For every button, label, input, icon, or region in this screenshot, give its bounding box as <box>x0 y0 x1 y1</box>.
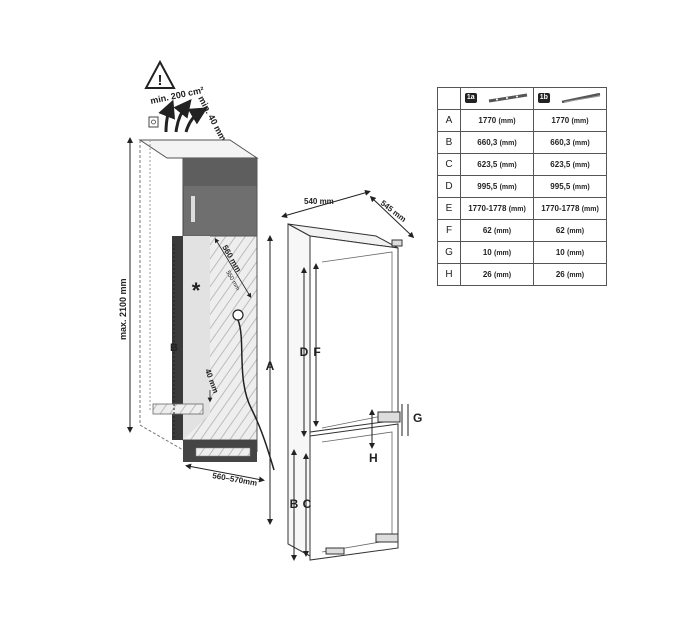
niche-star: * <box>192 278 201 303</box>
cell-unit: (mm) <box>499 140 517 147</box>
cell-unit: (mm) <box>494 228 512 235</box>
niche-width-dimension <box>185 463 265 483</box>
cabinet-niche <box>138 139 275 471</box>
cell-value: 62 <box>482 226 492 235</box>
warning-triangle-icon: ! <box>144 59 176 89</box>
socket-icon <box>148 116 159 128</box>
cell-unit: (mm) <box>572 162 590 169</box>
letter-d: D <box>300 345 309 359</box>
cell-unit: (mm) <box>499 162 517 169</box>
table-cell: 1770 (mm) <box>460 109 534 132</box>
table-cell: 995,5 (mm) <box>460 175 534 198</box>
door-rail-icon <box>562 93 601 104</box>
table-cell: 995,5 (mm) <box>533 175 607 198</box>
cell-value: 1770-1778 <box>541 204 580 213</box>
table-cell: 10 (mm) <box>460 241 534 264</box>
table-cell: 1770-1778 (mm) <box>460 197 534 220</box>
niche-width-label: 560–570mm <box>212 471 258 488</box>
cell-value: 1770 <box>551 116 570 125</box>
dimension-g <box>401 404 409 436</box>
row-key: D <box>437 175 461 198</box>
appliance-depth-label: 545 mm <box>379 198 408 223</box>
appliance-width-label: 540 mm <box>304 197 334 206</box>
cell-unit: (mm) <box>567 272 585 279</box>
letter-g: G <box>413 411 422 425</box>
cell-unit: (mm) <box>567 250 585 257</box>
cell-value: 10 <box>555 248 565 257</box>
letter-b: B <box>290 497 299 511</box>
row-key: G <box>437 241 461 264</box>
table-cell: 623,5 (mm) <box>460 153 534 176</box>
table-header-row: 1a 1b <box>437 87 607 110</box>
cell-unit: (mm) <box>581 206 599 213</box>
letter-f: F <box>313 345 320 359</box>
column-header-1a: 1a <box>460 87 534 110</box>
cell-value: 660,3 <box>550 138 571 147</box>
table-cell: 26 (mm) <box>533 263 607 286</box>
table-cell: 623,5 (mm) <box>533 153 607 176</box>
svg-text:!: ! <box>158 72 163 89</box>
cell-unit: (mm) <box>572 184 590 191</box>
cell-value: 26 <box>555 270 565 279</box>
cell-value: 660,3 <box>477 138 498 147</box>
cell-value: 995,5 <box>477 182 498 191</box>
cell-unit: (mm) <box>572 140 590 147</box>
cell-unit: (mm) <box>494 250 512 257</box>
row-key: F <box>437 219 461 242</box>
cell-value: 62 <box>555 226 565 235</box>
cell-value: 995,5 <box>550 182 571 191</box>
letter-h: H <box>369 451 378 465</box>
row-key: H <box>437 263 461 286</box>
cell-unit: (mm) <box>498 118 516 125</box>
cell-value: 10 <box>482 248 492 257</box>
row-key: C <box>437 153 461 176</box>
table-cell: 62 (mm) <box>533 219 607 242</box>
column-tag-1b: 1b <box>537 93 550 104</box>
row-key: E <box>437 197 461 220</box>
ventilation-gap-label: min. 40 mm <box>196 94 228 142</box>
letter-c: C <box>303 497 312 511</box>
table-cell: 1770 (mm) <box>533 109 607 132</box>
table-cell: 660,3 (mm) <box>460 131 534 154</box>
cell-unit: (mm) <box>508 206 526 213</box>
cell-unit: (mm) <box>499 184 517 191</box>
cell-unit: (mm) <box>567 228 585 235</box>
cell-value: 26 <box>482 270 492 279</box>
door-bracket-icon <box>488 93 528 103</box>
niche-height-label: max. 2100 mm <box>118 278 128 340</box>
column-tag-1a: 1a <box>464 93 477 104</box>
table-cell: 62 (mm) <box>460 219 534 242</box>
row-key: B <box>437 131 461 154</box>
cell-value: 623,5 <box>550 160 571 169</box>
table-cell: 26 (mm) <box>460 263 534 286</box>
column-header-1b: 1b <box>533 87 607 110</box>
table-cell: 1770-1778 (mm) <box>533 197 607 220</box>
appliance-width-dimension <box>281 189 371 219</box>
table-cell: 660,3 (mm) <box>533 131 607 154</box>
letter-a: A <box>266 359 275 373</box>
cell-value: 1770-1778 <box>468 204 507 213</box>
table-cell: 10 (mm) <box>533 241 607 264</box>
table-corner <box>437 87 461 110</box>
cell-unit: (mm) <box>571 118 589 125</box>
cell-value: 623,5 <box>477 160 498 169</box>
niche-depth-dimension <box>214 237 252 299</box>
niche-letter-b: B <box>170 342 178 354</box>
airflow-arrows <box>158 98 208 133</box>
row-key: A <box>437 109 461 132</box>
cell-value: 1770 <box>478 116 497 125</box>
cell-unit: (mm) <box>494 272 512 279</box>
appliance-depth-dimension <box>369 195 415 239</box>
